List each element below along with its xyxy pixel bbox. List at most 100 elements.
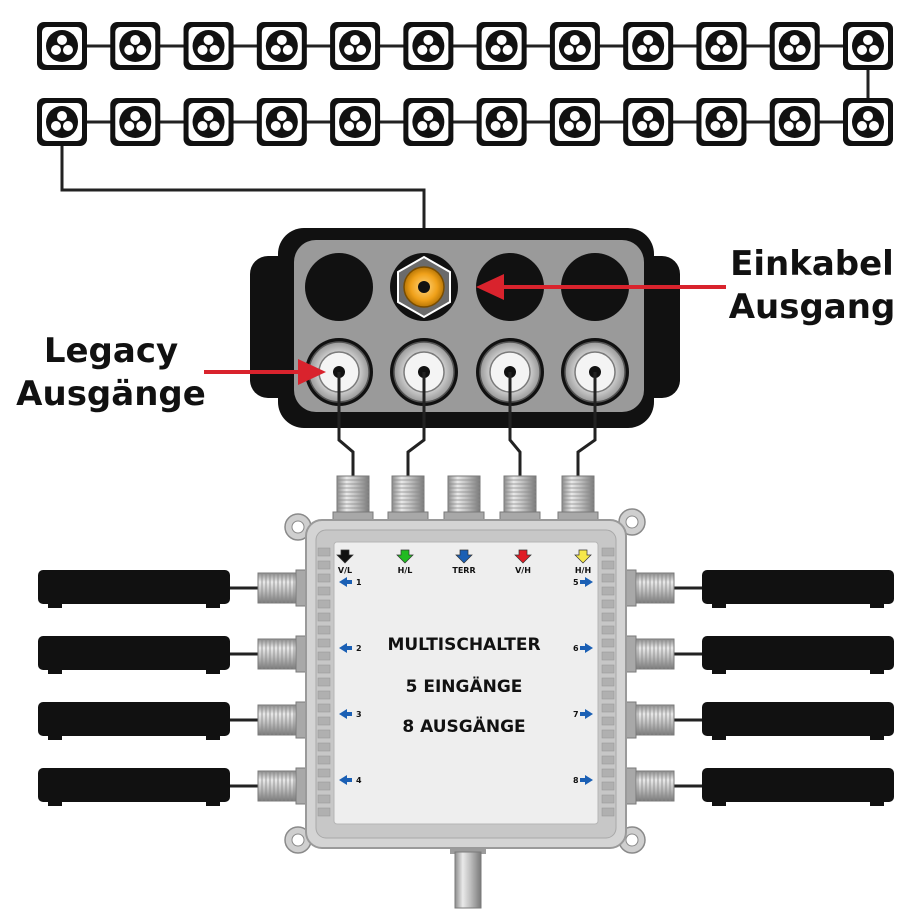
wall-socket	[256, 22, 307, 70]
input-arrow-icon	[455, 549, 473, 564]
wall-socket	[549, 22, 600, 70]
wall-socket	[37, 98, 87, 146]
wall-socket	[110, 98, 161, 146]
switch-output-connector	[257, 767, 311, 805]
output-number: 7	[573, 710, 579, 719]
receiver-box	[702, 702, 894, 740]
input-label-text: V/H	[515, 566, 531, 575]
wall-socket	[330, 22, 381, 70]
output-arrow-icon	[580, 709, 593, 719]
switch-output-connector	[621, 635, 675, 673]
output-arrow-icon	[339, 577, 352, 587]
output-number: 5	[573, 578, 579, 587]
wall-socket	[476, 98, 527, 146]
input-arrow-icon	[336, 549, 354, 564]
switch-title-line1: MULTISCHALTER	[387, 635, 540, 655]
switch-output-connector	[621, 701, 675, 739]
receiver-box	[38, 570, 230, 608]
switch-output-connectors	[257, 569, 675, 805]
wall-socket	[403, 98, 454, 146]
legacy-label-line2: Ausgänge	[16, 374, 206, 414]
output-port-label: 1	[339, 577, 362, 587]
input-label-text: V/L	[338, 566, 352, 575]
switch-output-connector	[257, 569, 311, 607]
wall-socket	[256, 98, 307, 146]
output-port-label: 8	[573, 775, 593, 785]
switch-input-connector	[387, 475, 429, 527]
output-number: 2	[356, 644, 362, 653]
input-label-text: H/L	[398, 566, 413, 575]
output-number: 4	[356, 776, 362, 785]
wall-socket	[623, 98, 674, 146]
switch-label-panel	[333, 541, 599, 825]
switch-input-label: H/H	[574, 549, 592, 575]
input-arrow-icon	[396, 549, 414, 564]
legacy-arrow	[204, 359, 326, 385]
receiver-box	[38, 636, 230, 674]
legacy-label-line1: Legacy	[44, 331, 178, 371]
einkabel-arrow	[476, 274, 726, 300]
input-arrow-icon	[514, 549, 532, 564]
wall-socket	[623, 22, 674, 70]
einkabel-connector	[390, 253, 458, 321]
switch-input-connector	[443, 475, 485, 527]
einkabel-label-line1: Einkabel	[730, 244, 894, 284]
receiver-box	[702, 570, 894, 608]
output-arrow-icon	[339, 643, 352, 653]
output-arrow-icon	[580, 775, 593, 785]
receiver-box	[38, 702, 230, 740]
switch-input-connectors	[332, 475, 599, 527]
wall-socket	[37, 22, 87, 70]
input-arrow-icon	[574, 549, 592, 564]
output-number: 8	[573, 776, 579, 785]
switch-title-line2: 5 EINGÄNGE	[406, 675, 523, 697]
receivers	[38, 570, 894, 806]
switch-ribs	[317, 547, 615, 817]
output-number: 3	[356, 710, 362, 719]
wall-socket	[110, 22, 161, 70]
output-port-label: 2	[339, 643, 362, 653]
input-label-text: H/H	[575, 566, 591, 575]
switch-input-label: V/L	[336, 549, 354, 575]
output-port-label: 5	[573, 577, 593, 587]
receiver-box	[702, 636, 894, 674]
wall-socket	[696, 98, 747, 146]
switch-output-connector	[621, 569, 675, 607]
receiver-box	[38, 768, 230, 806]
lnb-empty-opening	[305, 253, 373, 321]
output-port-label: 6	[573, 643, 593, 653]
switch-input-connector	[332, 475, 374, 527]
output-port-label: 7	[573, 709, 593, 719]
output-arrow-icon	[580, 643, 593, 653]
wall-socket	[843, 98, 893, 146]
wall-socket	[183, 98, 234, 146]
wall-socket	[330, 98, 381, 146]
wall-socket	[183, 22, 234, 70]
socket-row-1	[37, 22, 893, 70]
output-port-label: 4	[339, 775, 362, 785]
switch-input-labels: V/L H/L TERR V/H H/H	[336, 549, 592, 575]
switch-output-labels: 1 2 3 4 5 6 7 8	[339, 577, 593, 785]
output-number: 1	[356, 578, 362, 587]
output-port-label: 3	[339, 709, 362, 719]
output-number: 6	[573, 644, 579, 653]
switch-input-label: H/L	[396, 549, 414, 575]
wall-socket	[696, 22, 747, 70]
wall-socket	[843, 22, 893, 70]
output-arrow-icon	[339, 775, 352, 785]
wall-socket	[403, 22, 454, 70]
input-label-text: TERR	[452, 566, 475, 575]
lnb-unit	[250, 228, 680, 428]
output-arrow-icon	[339, 709, 352, 719]
wall-socket	[769, 98, 820, 146]
switch-input-connector	[499, 475, 541, 527]
wall-socket	[476, 22, 527, 70]
switch-output-connector	[257, 635, 311, 673]
einkabel-label-line2: Ausgang	[729, 287, 896, 327]
wall-socket	[549, 98, 600, 146]
switch-output-connector	[621, 767, 675, 805]
switch-title-line3: 8 AUSGÄNGE	[402, 715, 525, 737]
socket-row-2	[37, 98, 893, 146]
wall-socket	[769, 22, 820, 70]
